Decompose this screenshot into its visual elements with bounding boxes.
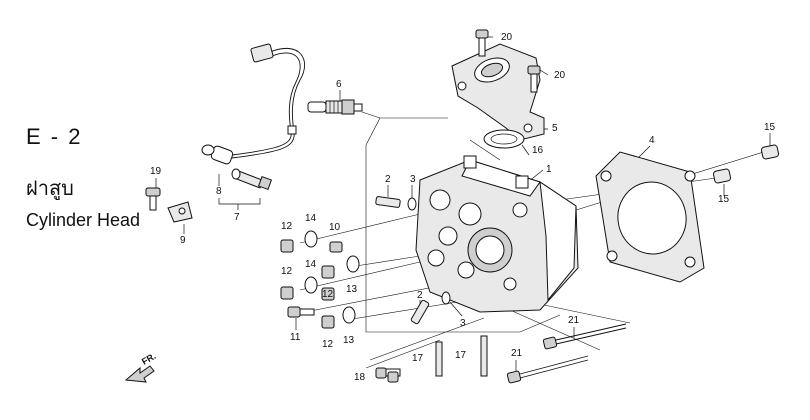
callout-13: 13 [346,284,358,295]
callout-21: 21 [568,315,580,326]
callout-3: 3 [410,174,416,185]
callout-12: 12 [322,339,334,350]
intake-pipe-part-5 [451,43,545,141]
front-direction-arrow: FR. [124,351,158,383]
callout-6: 6 [336,79,342,90]
callout-20: 20 [554,70,566,81]
callout-15: 15 [718,194,730,205]
dowel-pins-part-15 [712,144,780,184]
callout-7: 7 [234,212,240,223]
callout-12: 12 [281,221,293,232]
callout-14: 14 [305,259,317,270]
sensor-harness [201,43,305,165]
cylinder-gasket-part-4 [595,151,705,283]
callout-16: 16 [532,145,544,156]
valve-guides-part-2 [375,196,430,325]
callout-19: 19 [150,166,162,177]
washers-part-3 [407,197,451,305]
intake-gasket-inner [490,133,518,145]
callout-4: 4 [649,135,655,146]
callout-17: 17 [412,353,424,364]
callout-20: 20 [501,32,513,43]
callout-12: 12 [322,289,334,300]
cylinder-head-part-1 [415,155,579,313]
callout-12: 12 [281,266,293,277]
callout-1: 1 [546,164,552,175]
nuts-and-washers [280,230,360,329]
callout-5: 5 [552,123,558,134]
callout-15: 15 [764,122,776,133]
long-bolts-part-21 [506,323,627,384]
callout-2: 2 [385,174,391,185]
clamp-part-9-bolt-19 [145,187,193,223]
callout-21: 21 [511,348,523,359]
callout-8: 8 [216,186,222,197]
section-code: E - 2 [26,124,83,149]
bolt-part-18 [375,367,401,383]
bolts-part-20 [475,29,541,93]
callout-17: 17 [455,350,467,361]
callout-18: 18 [354,372,366,383]
callout-11: 11 [290,332,301,343]
callout-14: 14 [305,213,317,224]
callout-10: 10 [329,222,341,233]
temperature-sensor-part-8 [231,168,273,191]
direction-label: FR. [140,351,158,367]
callout-labels: 1 2 2 3 3 4 5 6 7 8 9 10 11 12 12 12 12 … [150,32,776,383]
title-thai: ฝาสูบ [26,178,74,200]
title-english: Cylinder Head [26,210,141,230]
callout-3: 3 [460,318,466,329]
callout-2: 2 [417,290,423,301]
callout-9: 9 [180,235,186,246]
studs-part-17 [435,335,488,377]
spark-plug-part-6 [307,99,363,115]
callout-13: 13 [343,335,355,346]
intake-gasket-part-16 [483,129,525,149]
